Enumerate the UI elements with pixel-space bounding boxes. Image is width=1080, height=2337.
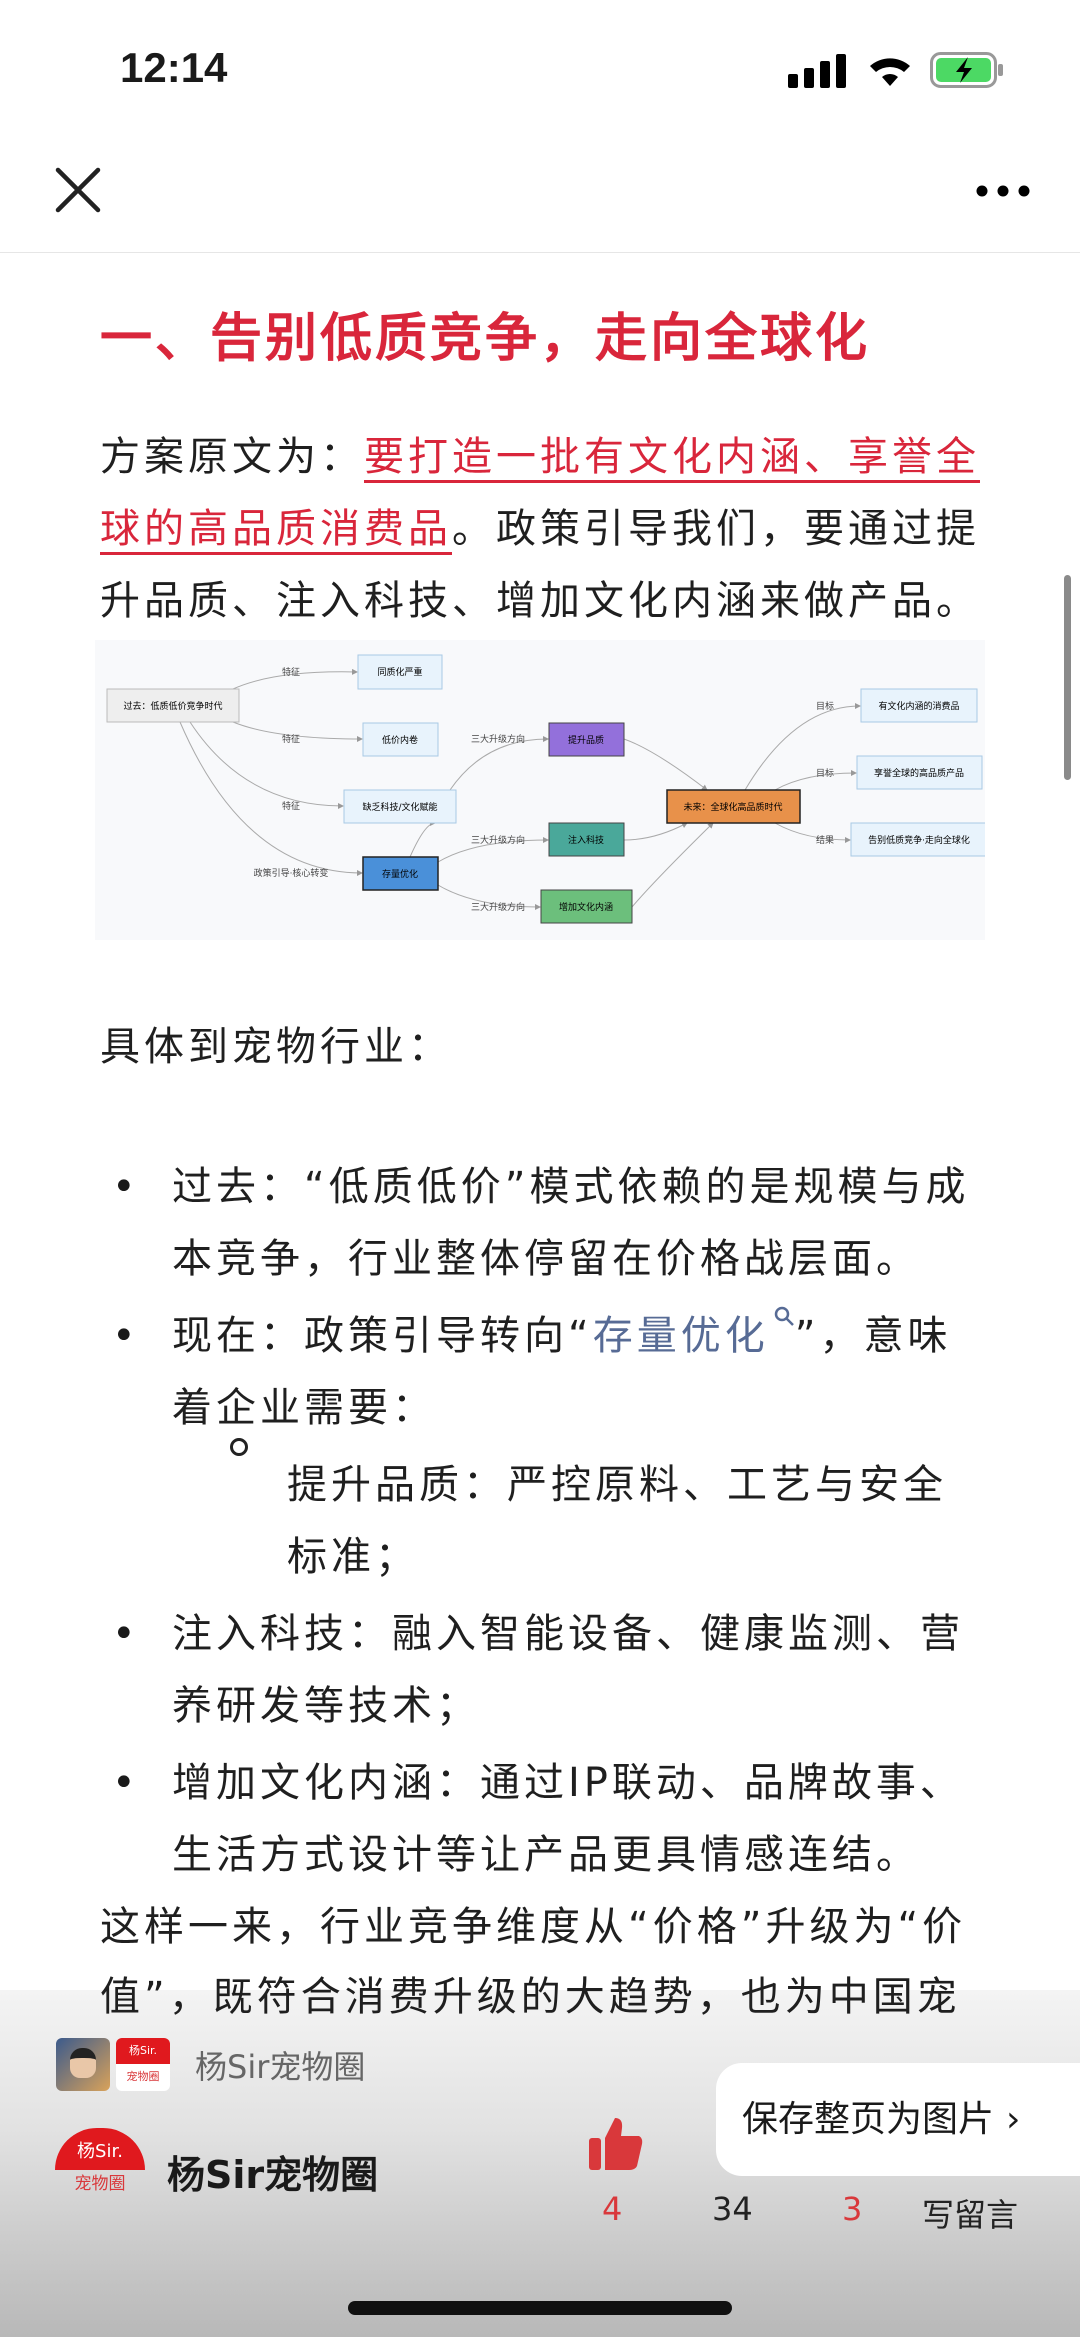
battery-charging-icon <box>930 52 1006 92</box>
diagram-edge-labels: 特征 特征 特征 政策引导·核心转变 三大升级方向 三大升级方向 三大升级方向 … <box>254 666 834 913</box>
section-lead: 具体到宠物行业： <box>100 1024 452 1070</box>
write-comment-button[interactable]: 写留言 <box>922 2196 1019 2234</box>
chevron-right-icon: › <box>1006 2099 1021 2140</box>
account-small-name[interactable]: 杨Sir宠物圈 <box>195 2048 366 2086</box>
svg-text:同质化严重: 同质化严重 <box>377 666 422 678</box>
svg-text:过去：低质低价竞争时代: 过去：低质低价竞争时代 <box>123 700 222 712</box>
edge-label-direction: 三大升级方向 <box>471 834 525 846</box>
closing-paragraph: 这样一来，行业竞争维度从“价格”升级为“价值”，既符合消费升级的大趋势，也为中国… <box>100 1904 967 2020</box>
logo-top-text: 杨Sir. <box>55 2128 145 2170</box>
search-link-text: 存量优化 <box>592 1313 769 1359</box>
account-mini-logo[interactable]: 杨Sir. 宠物圈 <box>116 2038 170 2091</box>
edge-label-feature: 特征 <box>282 666 300 678</box>
like-button[interactable] <box>589 2118 643 2174</box>
home-indicator[interactable] <box>348 2301 732 2315</box>
node-low-price: 低价内卷 <box>362 722 439 757</box>
intro-prefix: 方案原文为： <box>100 434 364 480</box>
node-stock: 存量优化 <box>362 856 439 891</box>
account-name[interactable]: 杨Sir宠物圈 <box>167 2153 379 2197</box>
intro-paragraph: 方案原文为：要打造一批有文化内涵、享誉全球的高品质消费品。政策引导我们，要通过提… <box>100 421 990 637</box>
search-icon <box>774 1306 794 1326</box>
search-link[interactable]: 存量优化 <box>592 1306 795 1359</box>
author-avatar[interactable] <box>56 2038 110 2091</box>
node-goal2: 享誉全球的高品质产品 <box>856 755 983 790</box>
edge-label-feature: 特征 <box>282 733 300 745</box>
bullet-now-suffix: ”，意味着企业需要： <box>172 1313 952 1431</box>
node-past: 过去：低质低价竞争时代 <box>106 688 240 723</box>
bullet-now: 现在：政策引导转向“存量优化”，意味着企业需要： <box>172 1300 987 1444</box>
share-count: 34 <box>712 2190 753 2228</box>
logo-bottom-text: 宠物圈 <box>74 2174 126 2194</box>
edge-label-goal: 目标 <box>816 700 834 712</box>
close-icon <box>55 167 101 213</box>
thumbs-up-icon <box>589 2118 643 2170</box>
wifi-icon <box>866 52 914 92</box>
quote-link[interactable]: 要打造一批有文化内涵、享誉全球的高品质消费品 <box>100 434 980 555</box>
ellipsis-icon <box>976 185 1030 197</box>
bullet-now-prefix: 现在：政策引导转向“ <box>172 1313 593 1359</box>
account-logo[interactable]: 杨Sir. 宠物圈 <box>55 2128 145 2198</box>
bullet-past: 过去：“低质低价”模式依赖的是规模与成本竞争，行业整体停留在价格战层面。 <box>172 1164 970 1282</box>
edge-label-result: 结果 <box>816 834 834 846</box>
node-quality: 提升品质 <box>548 722 625 757</box>
status-time: 12:14 <box>120 44 228 91</box>
close-button[interactable] <box>55 167 101 217</box>
svg-text:告别低质竞争·走向全球化: 告别低质竞争·走向全球化 <box>868 834 970 846</box>
sub-bullet-quality: 提升品质：严控原料、工艺与安全标准； <box>287 1462 947 1580</box>
edge-label-policy: 政策引导·核心转变 <box>254 867 329 879</box>
edge-label-direction: 三大升级方向 <box>471 901 525 913</box>
bullet-dot: • <box>112 1164 136 1210</box>
sub-bullet-circle <box>230 1438 248 1456</box>
intro-rest: 。政策引导我们，要通过提升品质、注入科技、增加文化内涵来做产品。 <box>100 506 980 624</box>
bullet-dot: • <box>112 1313 136 1359</box>
edge-label-direction: 三大升级方向 <box>471 733 525 745</box>
svg-text:注入科技: 注入科技 <box>568 834 604 846</box>
node-lack: 缺乏科技/文化赋能 <box>343 789 457 824</box>
save-popup-label: 保存整页为图片 <box>742 2099 995 2140</box>
svg-text:有文化内涵的消费品: 有文化内涵的消费品 <box>878 700 959 712</box>
node-future: 未来：全球化高品质时代 <box>666 789 801 824</box>
svg-text:低价内卷: 低价内卷 <box>382 734 418 746</box>
mini-logo-bottom: 宠物圈 <box>126 2070 160 2083</box>
node-tech: 注入科技 <box>548 822 625 857</box>
svg-text:提升品质: 提升品质 <box>568 734 604 746</box>
svg-text:未来：全球化高品质时代: 未来：全球化高品质时代 <box>683 801 782 813</box>
section-heading: 一、告别低质竞争，走向全球化 <box>100 309 871 369</box>
svg-text:享誉全球的高品质产品: 享誉全球的高品质产品 <box>874 767 964 779</box>
edge-label-goal: 目标 <box>816 767 834 779</box>
bullet-dot: • <box>112 1611 136 1657</box>
svg-text:存量优化: 存量优化 <box>382 868 418 880</box>
node-homogenization: 同质化严重 <box>357 654 443 690</box>
edge-label-feature: 特征 <box>282 800 300 812</box>
svg-text:增加文化内涵: 增加文化内涵 <box>559 901 613 913</box>
node-result: 告别低质竞争·走向全球化 <box>850 822 988 857</box>
bullet-dot: • <box>112 1760 136 1806</box>
more-button[interactable] <box>975 183 1031 202</box>
wow-count: 3 <box>842 2190 863 2228</box>
signal-icon <box>788 54 848 92</box>
mini-logo-top: 杨Sir. <box>116 2038 170 2064</box>
bullet-culture: 增加文化内涵：通过IP联动、品牌故事、生活方式设计等让产品更具情感连结。 <box>172 1760 964 1878</box>
diagram-edges <box>179 668 861 910</box>
node-goal1: 有文化内涵的消费品 <box>860 688 978 723</box>
node-culture: 增加文化内涵 <box>540 889 633 924</box>
save-page-as-image-popup[interactable]: 保存整页为图片 › <box>716 2063 1080 2176</box>
bullet-tech: 注入科技：融入智能设备、健康监测、营养研发等技术； <box>172 1611 964 1729</box>
nav-divider <box>0 252 1080 253</box>
flow-diagram[interactable]: 特征 特征 特征 政策引导·核心转变 三大升级方向 三大升级方向 三大升级方向 … <box>95 640 988 940</box>
scrollbar[interactable] <box>1064 575 1071 780</box>
svg-text:缺乏科技/文化赋能: 缺乏科技/文化赋能 <box>362 801 437 813</box>
like-count: 4 <box>602 2190 623 2228</box>
